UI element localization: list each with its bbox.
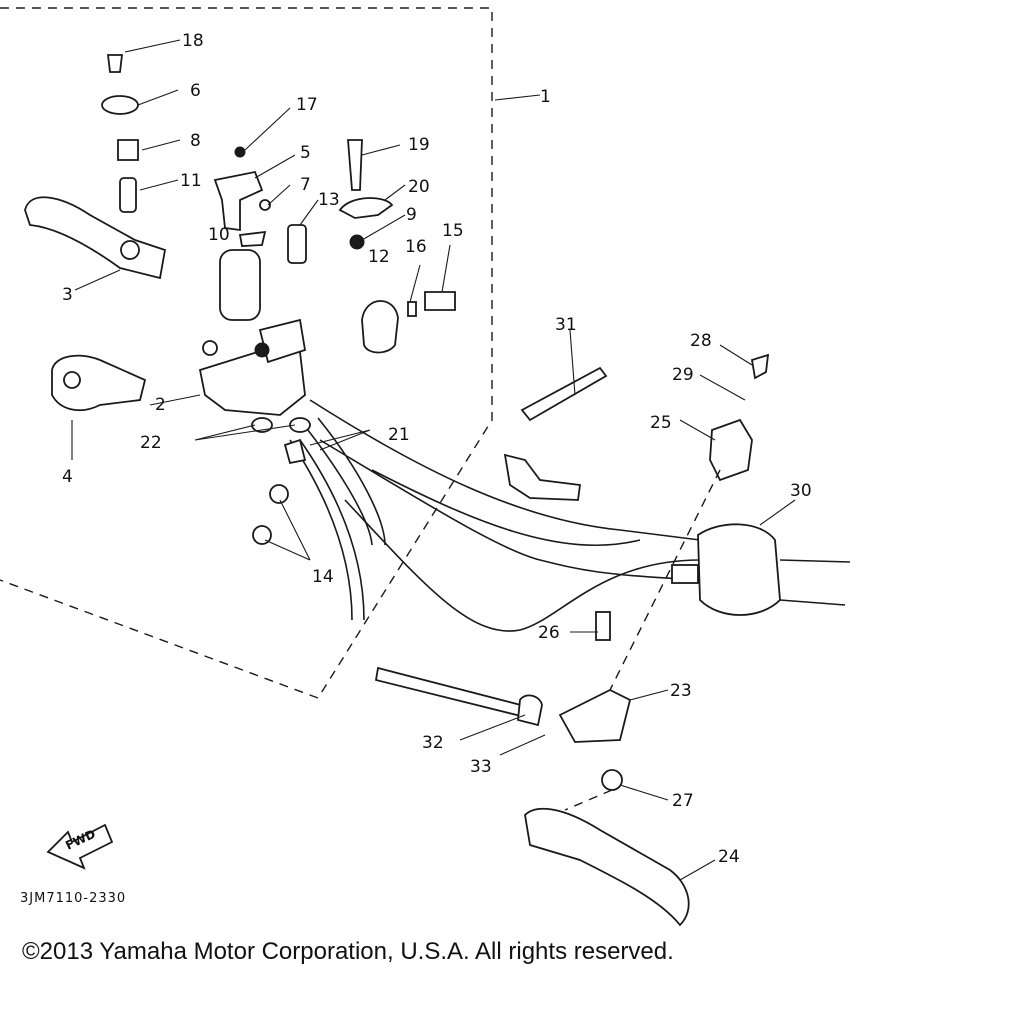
master-cylinder	[198, 249, 307, 416]
callout-15: 15	[442, 221, 464, 241]
callout-21: 21	[388, 425, 410, 445]
callout-10: 10	[208, 225, 230, 245]
clamp-holder	[51, 354, 147, 412]
brake-hoses	[289, 417, 386, 621]
front-brake-lever	[24, 196, 167, 280]
assembly-boundary	[0, 7, 493, 699]
callout-13: 13	[318, 190, 340, 210]
callout-numbers: 18 6 8 11 17 5 7 13 10 19 20 9 1 15 16 1…	[62, 31, 812, 867]
fwd-arrow: FWD	[46, 823, 114, 870]
callout-30: 30	[790, 481, 812, 501]
callout-12: 12	[368, 247, 390, 267]
callout-20: 20	[408, 177, 430, 197]
callout-31: 31	[555, 315, 577, 335]
clutch-lever-parts	[374, 611, 690, 927]
banjo-bolt-parts	[287, 139, 456, 354]
callout-1: 1	[540, 87, 551, 107]
callout-7: 7	[300, 175, 311, 195]
callout-23: 23	[670, 681, 692, 701]
callout-8: 8	[190, 131, 201, 151]
callout-24: 24	[718, 847, 740, 867]
callout-17: 17	[296, 95, 318, 115]
callout-2: 2	[155, 395, 166, 415]
handlebar	[309, 399, 851, 632]
callout-9: 9	[406, 205, 417, 225]
callout-16: 16	[405, 237, 427, 257]
callout-33: 33	[470, 757, 492, 777]
callout-4: 4	[62, 467, 73, 487]
callout-25: 25	[650, 413, 672, 433]
callout-18: 18	[182, 31, 204, 51]
callout-6: 6	[190, 81, 201, 101]
callout-3: 3	[62, 285, 73, 305]
callout-22: 22	[140, 433, 162, 453]
callout-14: 14	[312, 567, 334, 587]
callout-29: 29	[672, 365, 694, 385]
copyright-notice: ©2013 Yamaha Motor Corporation, U.S.A. A…	[22, 938, 674, 965]
callout-32: 32	[422, 733, 444, 753]
callout-19: 19	[408, 135, 430, 155]
drawing-code: 3JM7110-2330	[20, 891, 126, 906]
reservoir-cap-parts	[101, 54, 271, 247]
hose-fittings	[251, 417, 311, 545]
callout-5: 5	[300, 143, 311, 163]
switch-and-cable-parts	[503, 353, 781, 616]
callout-11: 11	[180, 171, 202, 191]
callout-28: 28	[690, 331, 712, 351]
callout-26: 26	[538, 623, 560, 643]
callout-27: 27	[672, 791, 694, 811]
leader-lines	[71, 39, 796, 881]
